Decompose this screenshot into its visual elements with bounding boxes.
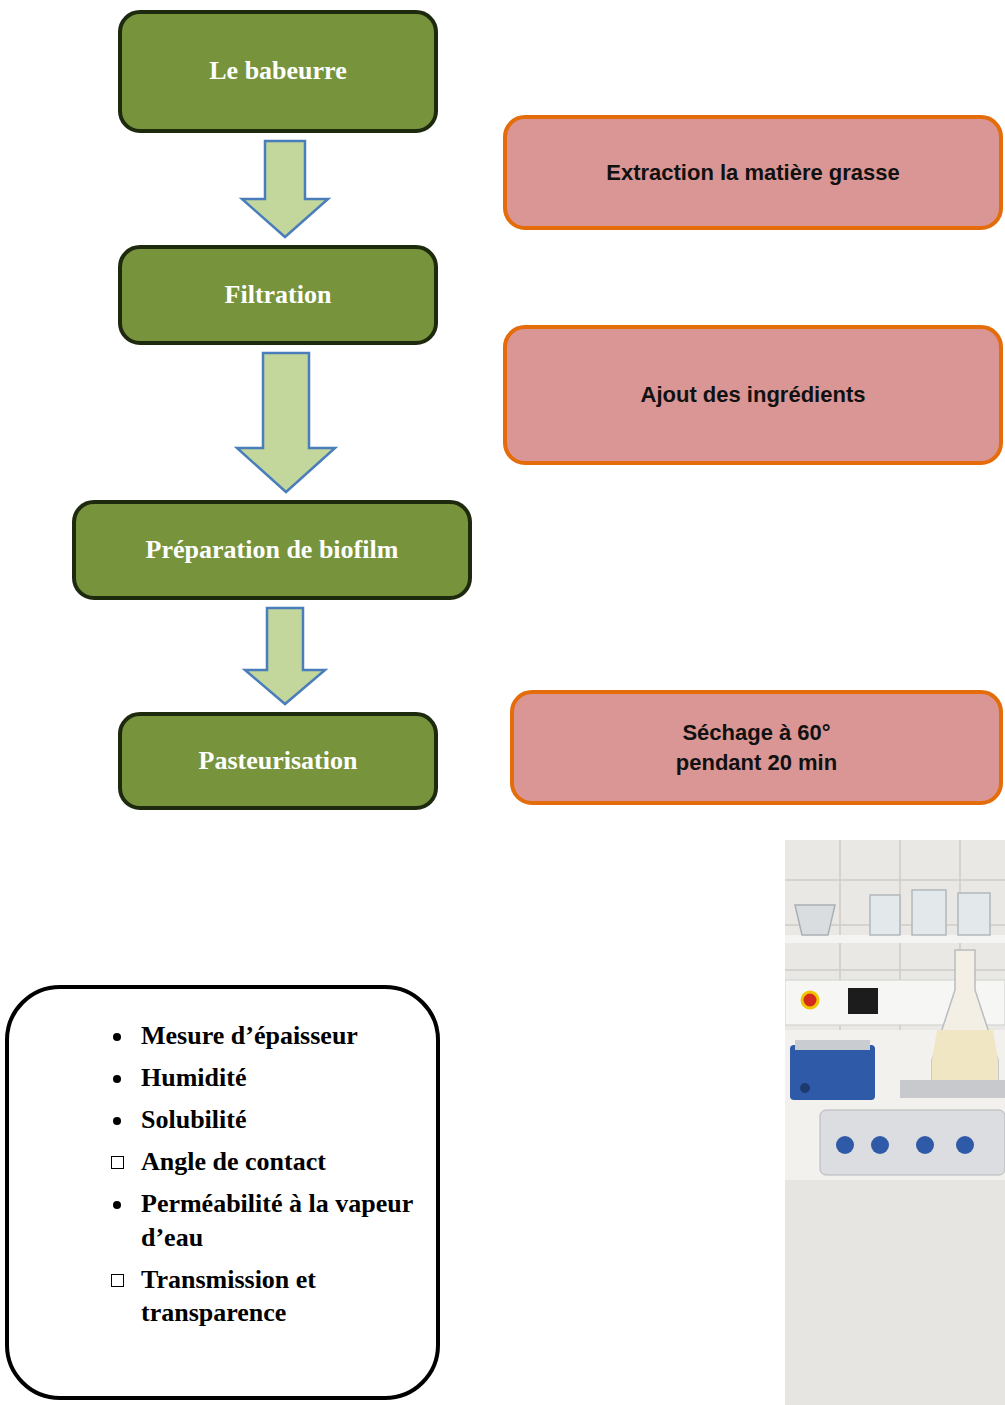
bullet-mark (101, 1061, 141, 1095)
list-item: Solubilité (101, 1103, 246, 1137)
bullet-mark (101, 1103, 141, 1137)
photo-detail (956, 1136, 974, 1154)
list-text: Solubilité (141, 1103, 246, 1137)
photo-detail (790, 1045, 875, 1100)
list-item: Humidité (101, 1061, 246, 1095)
list-text: Mesure d’épaisseur (141, 1019, 358, 1053)
bullet-mark (101, 1263, 141, 1297)
photo-detail (802, 992, 818, 1008)
list-text: Transmission et transparence (141, 1263, 416, 1331)
photo-detail (820, 1110, 1005, 1175)
box-label: Séchage à 60° pendant 20 min (652, 718, 862, 777)
box-label: Filtration (225, 279, 332, 312)
photo-detail (932, 1030, 998, 1080)
flow-arrow (242, 141, 328, 237)
bullet-mark (101, 1145, 141, 1179)
photo-detail (871, 1136, 889, 1154)
photo-detail (916, 1136, 934, 1154)
photo-detail (958, 893, 990, 935)
process-box: Le babeurre (118, 10, 438, 133)
process-box: Filtration (118, 245, 438, 345)
box-label: Préparation de biofilm (146, 534, 399, 567)
photo-detail (785, 840, 1005, 1405)
list-item: Angle de contact (101, 1145, 326, 1179)
photo-detail (785, 935, 1005, 943)
list-item: Mesure d’épaisseur (101, 1019, 358, 1053)
measure-list-box: Mesure d’épaisseurHumiditéSolubilitéAngl… (5, 985, 440, 1400)
bullet-mark (101, 1187, 141, 1221)
photo-detail (836, 1136, 854, 1154)
note-box: Séchage à 60° pendant 20 min (510, 690, 1003, 805)
list-text: Humidité (141, 1061, 246, 1095)
photo-detail (795, 1040, 870, 1050)
list-item: Perméabilité à la vapeur d’eau (101, 1187, 416, 1255)
process-box: Préparation de biofilm (72, 500, 472, 600)
list-text: Angle de contact (141, 1145, 326, 1179)
photo-detail (800, 1083, 810, 1093)
flow-arrow (237, 353, 335, 492)
note-box: Ajout des ingrédients (503, 325, 1003, 465)
photo-detail (912, 890, 946, 935)
photo-group (785, 840, 1005, 1405)
list-item: Transmission et transparence (101, 1263, 416, 1331)
box-label: Le babeurre (209, 55, 346, 88)
bullet-mark (101, 1019, 141, 1053)
photo-detail (785, 1030, 1005, 1405)
process-box: Pasteurisation (118, 712, 438, 810)
photo-detail (932, 950, 998, 1080)
box-label: Pasteurisation (199, 745, 358, 778)
photo-detail (795, 905, 835, 935)
box-label: Extraction la matière grasse (606, 158, 899, 188)
box-label: Ajout des ingrédients (641, 380, 866, 410)
photo-detail (785, 1180, 1005, 1405)
flow-arrow (245, 608, 325, 704)
photo-detail (848, 988, 878, 1014)
photo-detail (785, 879, 1005, 881)
photo-detail (870, 895, 900, 935)
list-text: Perméabilité à la vapeur d’eau (141, 1187, 416, 1255)
note-box: Extraction la matière grasse (503, 115, 1003, 230)
photo-detail (900, 1080, 1005, 1098)
